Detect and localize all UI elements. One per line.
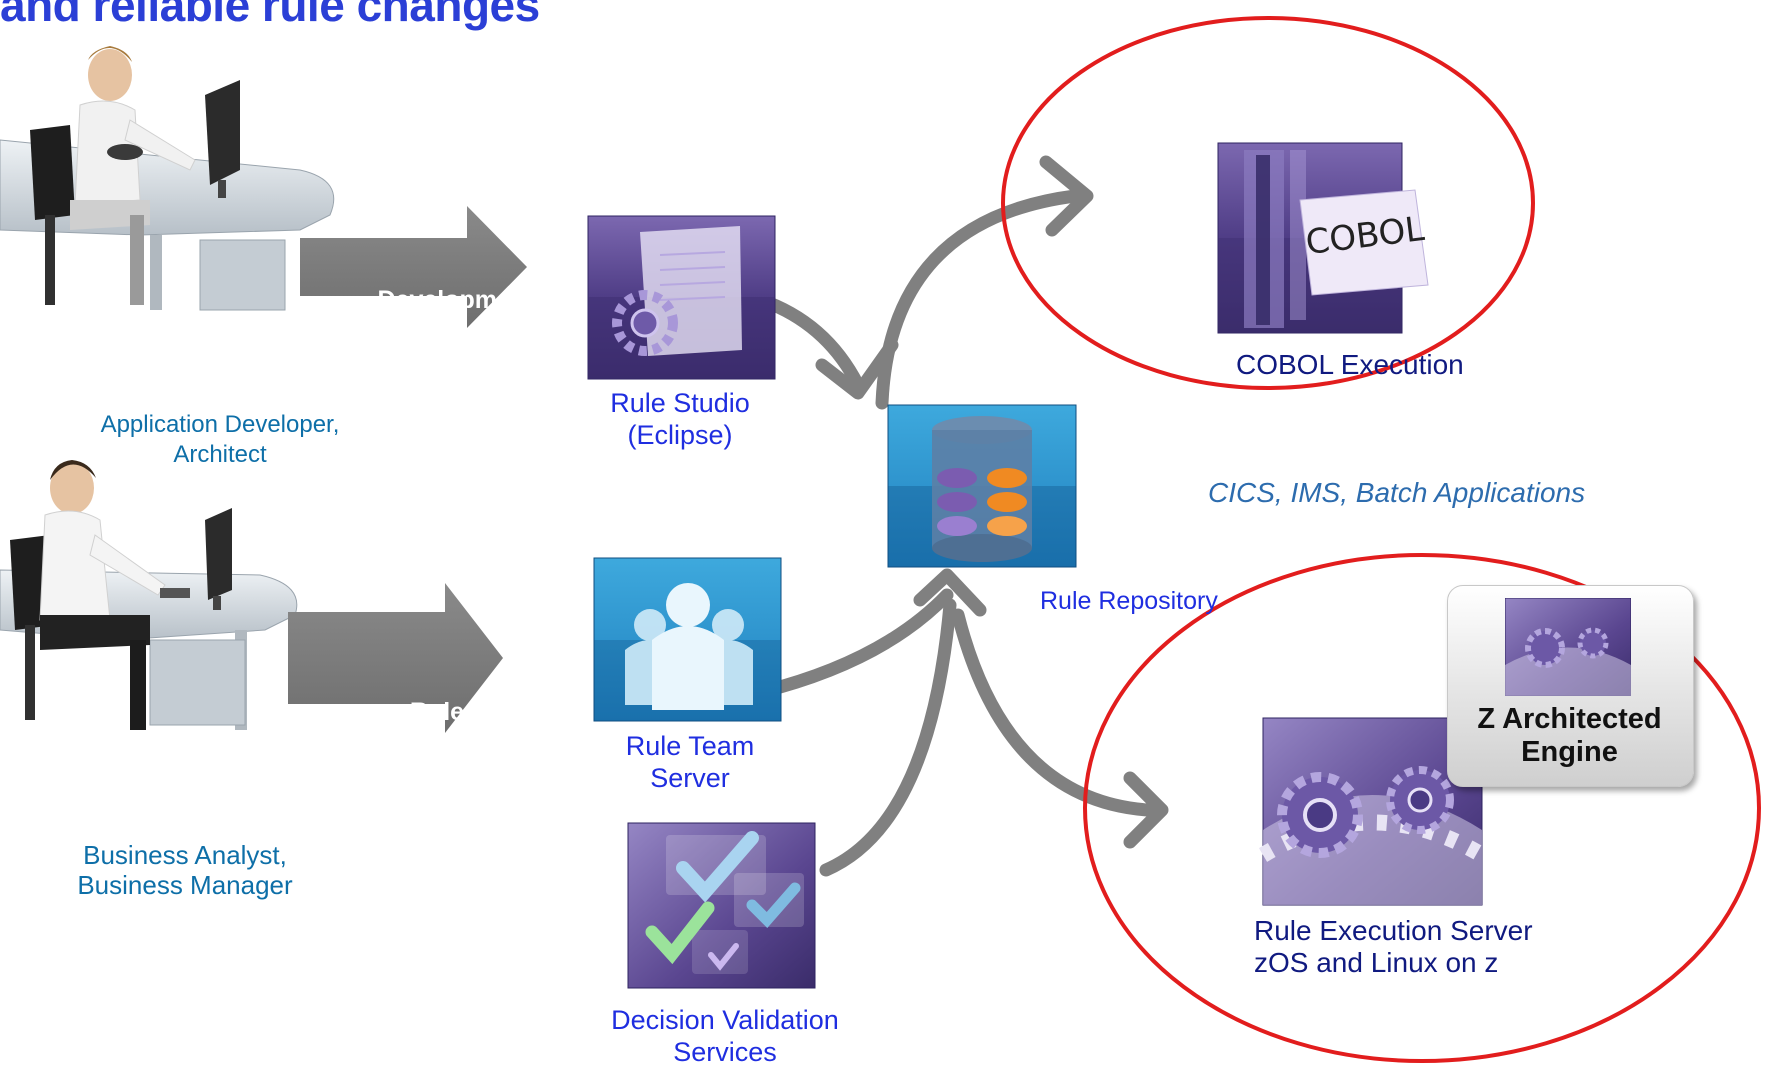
z-engine-icon-overlay: [1505, 598, 1631, 696]
cobol-highlight-ellipse: [1001, 16, 1535, 390]
rule-studio-label: Rule Studio (Eclipse): [610, 388, 750, 450]
rule-management-arrow-label: Rule Management: [360, 698, 514, 756]
rule-team-server-icon: [593, 557, 782, 722]
decision-validation-icon: [627, 822, 816, 989]
rule-team-server-label: Rule Team Server: [625, 731, 755, 793]
page-title: and reliable rule changes: [0, 0, 540, 31]
decision-validation-label: Decision Validation Services: [611, 1005, 839, 1067]
rule-execution-server-icon: [1258, 717, 1487, 906]
rule-repository-label: Rule Repository: [1040, 587, 1218, 615]
developer-illustration: [0, 46, 335, 311]
repository-to-cobol-arrow: [875, 189, 1082, 410]
applications-note: CICS, IMS, Batch Applications: [1208, 477, 1586, 508]
cobol-icon: [1217, 142, 1429, 334]
development-arrow-label: Development: [377, 286, 535, 314]
developer-label: Application Developer, Architect: [100, 411, 340, 468]
rule-management-arrow: [288, 583, 503, 733]
rule-studio-icon: [587, 215, 776, 380]
validation-to-repository-arrow: [819, 598, 957, 877]
rule-execution-server-label: Rule Execution Server zOS and Linux on z: [1254, 915, 1533, 978]
analyst-label: Business Analyst, Business Manager: [77, 840, 293, 900]
cobol-execution-label: COBOL Execution: [1236, 349, 1464, 380]
development-arrow: [300, 206, 527, 328]
repository-to-execution-arrow: [951, 608, 1155, 817]
rule-repository-icon: [887, 404, 1077, 568]
z-engine-label: Z Architected Engine: [1477, 703, 1662, 768]
analyst-illustration: [0, 460, 298, 730]
execution-highlight-ellipse: [1083, 553, 1761, 1063]
